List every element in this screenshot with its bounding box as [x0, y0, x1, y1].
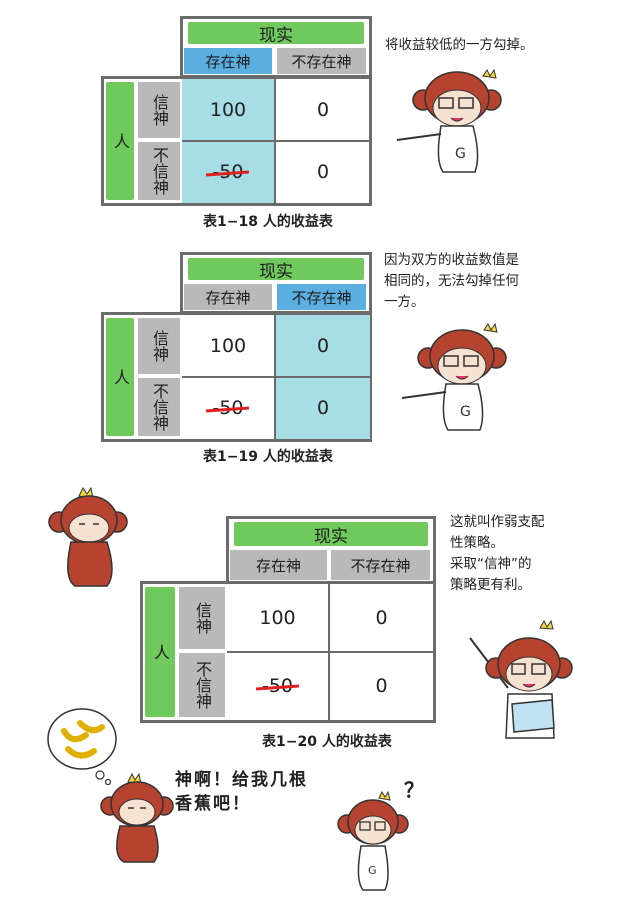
svg-text:G: G	[455, 146, 466, 162]
payoff-cell-wrap: -50	[227, 653, 328, 719]
divider	[274, 315, 276, 439]
col-exists-header: 存在神	[184, 48, 272, 74]
col-not-exists-header: 不存在神	[277, 284, 366, 310]
row-not-believe-label: 不信神	[138, 142, 180, 200]
col-exists-header: 存在神	[184, 284, 272, 310]
row-believe-label: 信神	[179, 587, 225, 649]
col-exists-header: 存在神	[230, 550, 327, 580]
col-not-exists-header: 不存在神	[331, 550, 430, 580]
table-caption: 表1−18 人的收益表	[203, 214, 333, 230]
divider	[274, 79, 276, 203]
payoff-cell: 0	[316, 397, 330, 419]
payoff-cell: 0	[316, 99, 330, 121]
payoff-cell-wrap: -50	[182, 378, 274, 438]
monkey-speech: 神啊！给我几根 香蕉吧！	[175, 768, 308, 816]
struck-payoff: -50	[212, 161, 244, 183]
struck-payoff: -50	[261, 675, 294, 697]
row-group-label: 人	[106, 82, 134, 200]
banana-thought-bubble	[47, 708, 117, 785]
note-text: 因为双方的收益数值是 相同的，无法勾掉任何 一方。	[384, 250, 519, 313]
payoff-cell: 0	[375, 607, 388, 629]
table-caption: 表1−20 人的收益表	[262, 734, 392, 750]
speech-line: 神啊！给我几根	[175, 770, 308, 790]
note-line: 这就叫作弱支配	[450, 514, 545, 530]
reality-header: 现实	[188, 22, 364, 46]
monkey-illustration	[48, 486, 128, 587]
divider	[182, 376, 370, 378]
divider	[328, 584, 330, 720]
note-line: 相同的，无法勾掉任何	[384, 273, 519, 289]
professor-monkey-illustration: G	[396, 68, 502, 173]
professor-monkey-illustration: G	[337, 790, 409, 891]
row-not-believe-label: 不信神	[138, 378, 180, 436]
row-group-label: 人	[106, 318, 134, 436]
row-group-label: 人	[145, 587, 175, 717]
payoff-cell: 0	[375, 675, 388, 697]
svg-text:G: G	[368, 864, 377, 877]
col-not-exists-header: 不存在神	[277, 48, 366, 74]
speech-line: 香蕉吧！	[175, 794, 251, 814]
divider	[227, 651, 433, 653]
praying-monkey-illustration	[100, 772, 174, 863]
question-mark: ？	[404, 778, 426, 802]
payoff-cell: 100	[259, 607, 296, 629]
row-believe-label: 信神	[138, 318, 180, 374]
payoff-cell: 100	[209, 335, 247, 357]
body-frame	[101, 312, 372, 442]
note-text: 将收益较低的一方勾掉。	[385, 37, 534, 53]
note-line: 性策略。	[450, 535, 504, 551]
row-believe-label: 信神	[138, 82, 180, 138]
professor-monkey-illustration: G	[401, 322, 507, 431]
body-frame	[140, 581, 436, 723]
reality-header: 现实	[234, 522, 428, 547]
payoff-cell-wrap: -50	[182, 142, 274, 202]
note-line: 一方。	[384, 294, 425, 310]
reality-header: 现实	[188, 258, 364, 282]
divider	[182, 140, 370, 142]
professor-monkey-illustration	[469, 619, 573, 739]
payoff-cell: 100	[209, 99, 247, 121]
body-frame	[101, 76, 372, 206]
table-caption: 表1−19 人的收益表	[203, 449, 333, 465]
payoff-cell: 0	[316, 161, 330, 183]
note-line: 因为双方的收益数值是	[384, 252, 519, 268]
row-not-believe-label: 不信神	[179, 653, 225, 717]
note-line: 策略更有利。	[450, 577, 531, 593]
note-text: 这就叫作弱支配 性策略。 采取“信神”的 策略更有利。	[450, 512, 545, 596]
note-line: 采取“信神”的	[450, 556, 532, 572]
struck-payoff: -50	[212, 397, 244, 419]
payoff-cell: 0	[316, 335, 330, 357]
svg-text:G: G	[460, 404, 471, 420]
